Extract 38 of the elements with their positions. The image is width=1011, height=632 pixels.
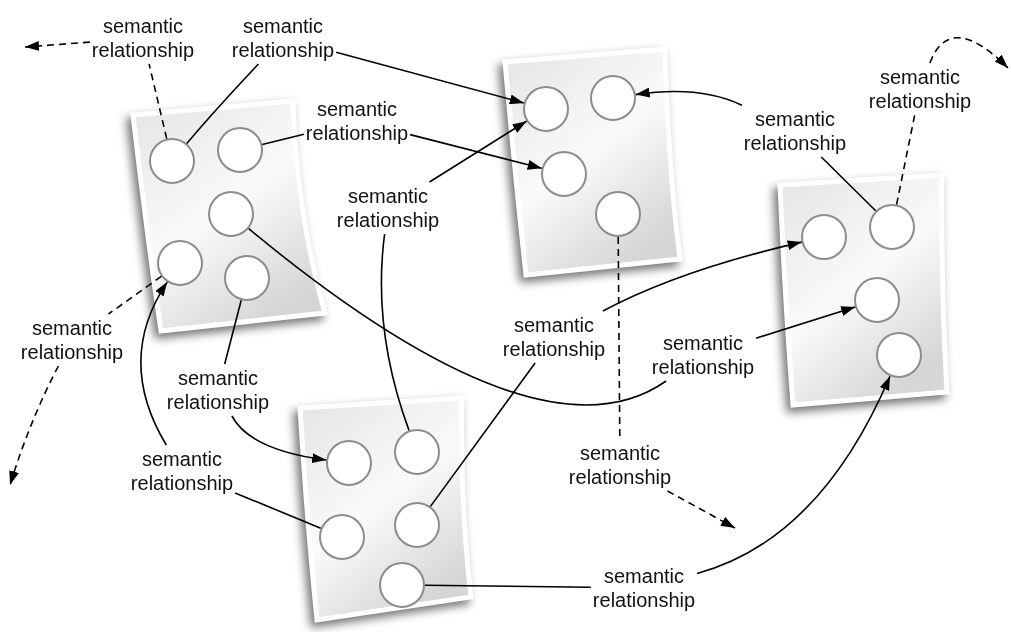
relationship-label: semantic relationship: [166, 366, 270, 414]
connector-line: [820, 156, 877, 212]
connector-line: [261, 133, 305, 146]
arrow: [634, 87, 743, 107]
relationship-label: semantic relationship: [91, 14, 195, 62]
dashed-connector: [148, 63, 168, 140]
arrow: [140, 281, 168, 446]
relationship-label: semantic relationship: [743, 107, 847, 155]
dashed-arrow: [24, 40, 91, 51]
relationship-label: semantic relationship: [502, 313, 606, 361]
connector-line: [380, 233, 410, 432]
dashed-connector: [895, 114, 916, 206]
connector-line: [424, 584, 592, 589]
relationship-label: semantic relationship: [20, 316, 124, 364]
connector-line: [429, 362, 536, 508]
arrow: [231, 415, 327, 463]
dashed-arrow: [929, 36, 1009, 69]
arrow: [409, 133, 543, 170]
dashed-connector: [107, 275, 163, 315]
arrow: [428, 120, 528, 183]
relationship-label: semantic relationship: [231, 14, 335, 62]
relationship-label: semantic relationship: [130, 447, 234, 495]
relationship-label: semantic relationship: [568, 441, 672, 489]
relationship-label: semantic relationship: [592, 564, 696, 612]
relationship-label: semantic relationship: [305, 97, 409, 145]
arrow: [696, 375, 891, 575]
connector-line: [186, 63, 260, 145]
arrow: [602, 240, 803, 312]
dashed-arrow: [9, 365, 60, 486]
relationship-label: semantic relationship: [336, 184, 440, 232]
arrow: [335, 51, 525, 105]
connector-line: [223, 299, 242, 365]
dashed-arrow: [666, 490, 736, 529]
arrow: [755, 306, 856, 339]
relationship-label: semantic relationship: [868, 65, 972, 113]
relationship-label: semantic relationship: [651, 331, 755, 379]
connector-line: [234, 492, 322, 529]
connector-line: [247, 227, 667, 406]
